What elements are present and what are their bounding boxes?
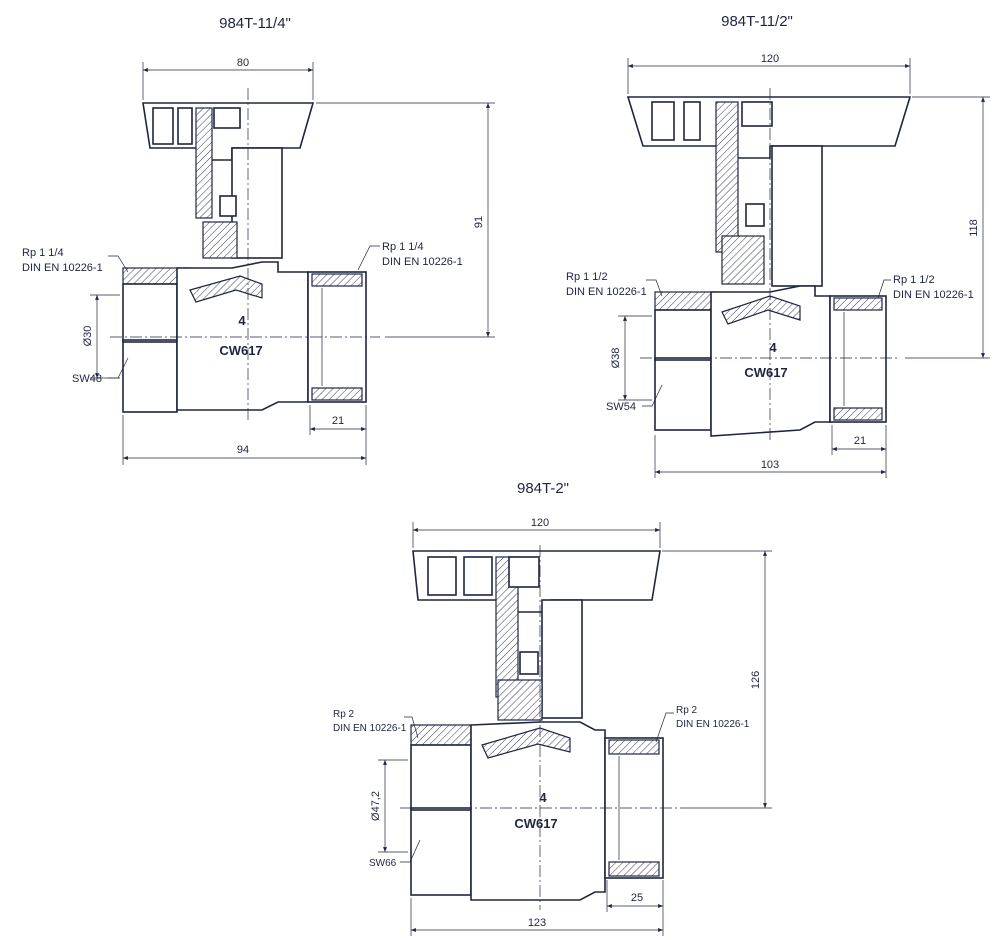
dimension-diameter: Ø38 [610, 315, 652, 401]
dim-label: 25 [631, 892, 643, 904]
dimension-height: 126 [662, 550, 772, 809]
dimension-height: 118 [905, 96, 990, 359]
svg-text:Rp 2: Rp 2 [676, 705, 698, 716]
dim-label: 123 [528, 917, 546, 929]
dim-label: 91 [473, 216, 485, 228]
svg-text:Rp 1 1/2: Rp 1 1/2 [566, 271, 608, 283]
dimension-thread-length: 25 [606, 880, 663, 912]
t-handle [142, 102, 315, 259]
dim-label: 80 [237, 57, 249, 69]
dimension-total-length: 123 [410, 880, 664, 936]
right-thread-callout: Rp 1 1/2 DIN EN 10226-1 [877, 274, 974, 301]
wrench-size-callout: SW54 [606, 384, 663, 413]
size-mark: 4 [539, 790, 547, 805]
svg-text:DIN EN 10226-1: DIN EN 10226-1 [382, 256, 463, 268]
dimension-handle-width: 80 [142, 57, 314, 100]
dimension-thread-length: 21 [831, 425, 886, 455]
svg-text:DIN EN 10226-1: DIN EN 10226-1 [676, 719, 750, 730]
left-thread-callout: Rp 1 1/4 DIN EN 10226-1 [22, 247, 129, 274]
dim-label: Ø47,2 [370, 791, 382, 821]
t-handle [626, 96, 912, 287]
dim-label: Ø38 [610, 348, 622, 369]
svg-text:Rp 1 1/2: Rp 1 1/2 [893, 274, 935, 286]
dim-label: 94 [237, 444, 249, 456]
view-title: 984T-2" [517, 480, 569, 497]
svg-text:SW54: SW54 [606, 401, 636, 413]
valve-view-3: 984T-2" 4 CW617 [333, 480, 772, 936]
material-marking: CW617 [744, 365, 787, 380]
material-marking: CW617 [219, 343, 262, 358]
size-mark: 4 [238, 313, 246, 328]
t-handle [412, 550, 661, 721]
svg-text:SW66: SW66 [369, 858, 397, 869]
dimension-handle-width: 120 [627, 53, 911, 94]
material-marking: CW617 [514, 816, 557, 831]
dim-label: 118 [968, 219, 980, 237]
svg-text:Rp 1 1/4: Rp 1 1/4 [22, 247, 64, 259]
dimension-height: 91 [316, 102, 495, 338]
size-mark: 4 [769, 340, 777, 355]
svg-text:DIN EN 10226-1: DIN EN 10226-1 [566, 286, 647, 298]
dimension-total-length: 94 [122, 405, 367, 465]
dimension-thread-length: 21 [309, 405, 366, 435]
dim-label: 126 [750, 671, 762, 689]
view-title: 984T-11/4" [219, 15, 291, 32]
svg-text:DIN EN 10226-1: DIN EN 10226-1 [22, 262, 103, 274]
left-thread-callout: Rp 2 DIN EN 10226-1 [333, 709, 419, 739]
svg-text:DIN EN 10226-1: DIN EN 10226-1 [333, 723, 407, 734]
wrench-size-callout: SW66 [369, 839, 421, 869]
left-thread-callout: Rp 1 1/2 DIN EN 10226-1 [566, 271, 663, 298]
dimension-diameter: Ø30 [82, 294, 120, 379]
valve-view-2: 984T-11/2" 4 CW617 [566, 13, 990, 478]
dimension-total-length: 103 [654, 425, 887, 478]
dimension-diameter: Ø47,2 [370, 759, 408, 853]
valve-body [410, 721, 664, 901]
svg-text:Rp 2: Rp 2 [333, 709, 355, 720]
dim-label: Ø30 [82, 326, 94, 347]
valve-view-1: 984T-11/4" 4 CW617 [22, 15, 495, 465]
svg-text:DIN EN 10226-1: DIN EN 10226-1 [893, 289, 974, 301]
dim-label: 120 [761, 53, 779, 65]
svg-text:SW48: SW48 [72, 373, 102, 385]
view-title: 984T-11/2" [721, 13, 793, 30]
dim-label: 21 [332, 415, 344, 427]
dim-label: 103 [761, 459, 779, 471]
dim-label: 21 [854, 435, 866, 447]
right-thread-callout: Rp 2 DIN EN 10226-1 [655, 705, 750, 743]
valve-body [654, 285, 887, 437]
svg-text:Rp 1 1/4: Rp 1 1/4 [382, 241, 424, 253]
dim-label: 120 [531, 517, 549, 529]
wrench-size-callout: SW48 [72, 357, 129, 385]
dimension-handle-width: 120 [412, 517, 661, 548]
right-thread-callout: Rp 1 1/4 DIN EN 10226-1 [357, 241, 463, 271]
